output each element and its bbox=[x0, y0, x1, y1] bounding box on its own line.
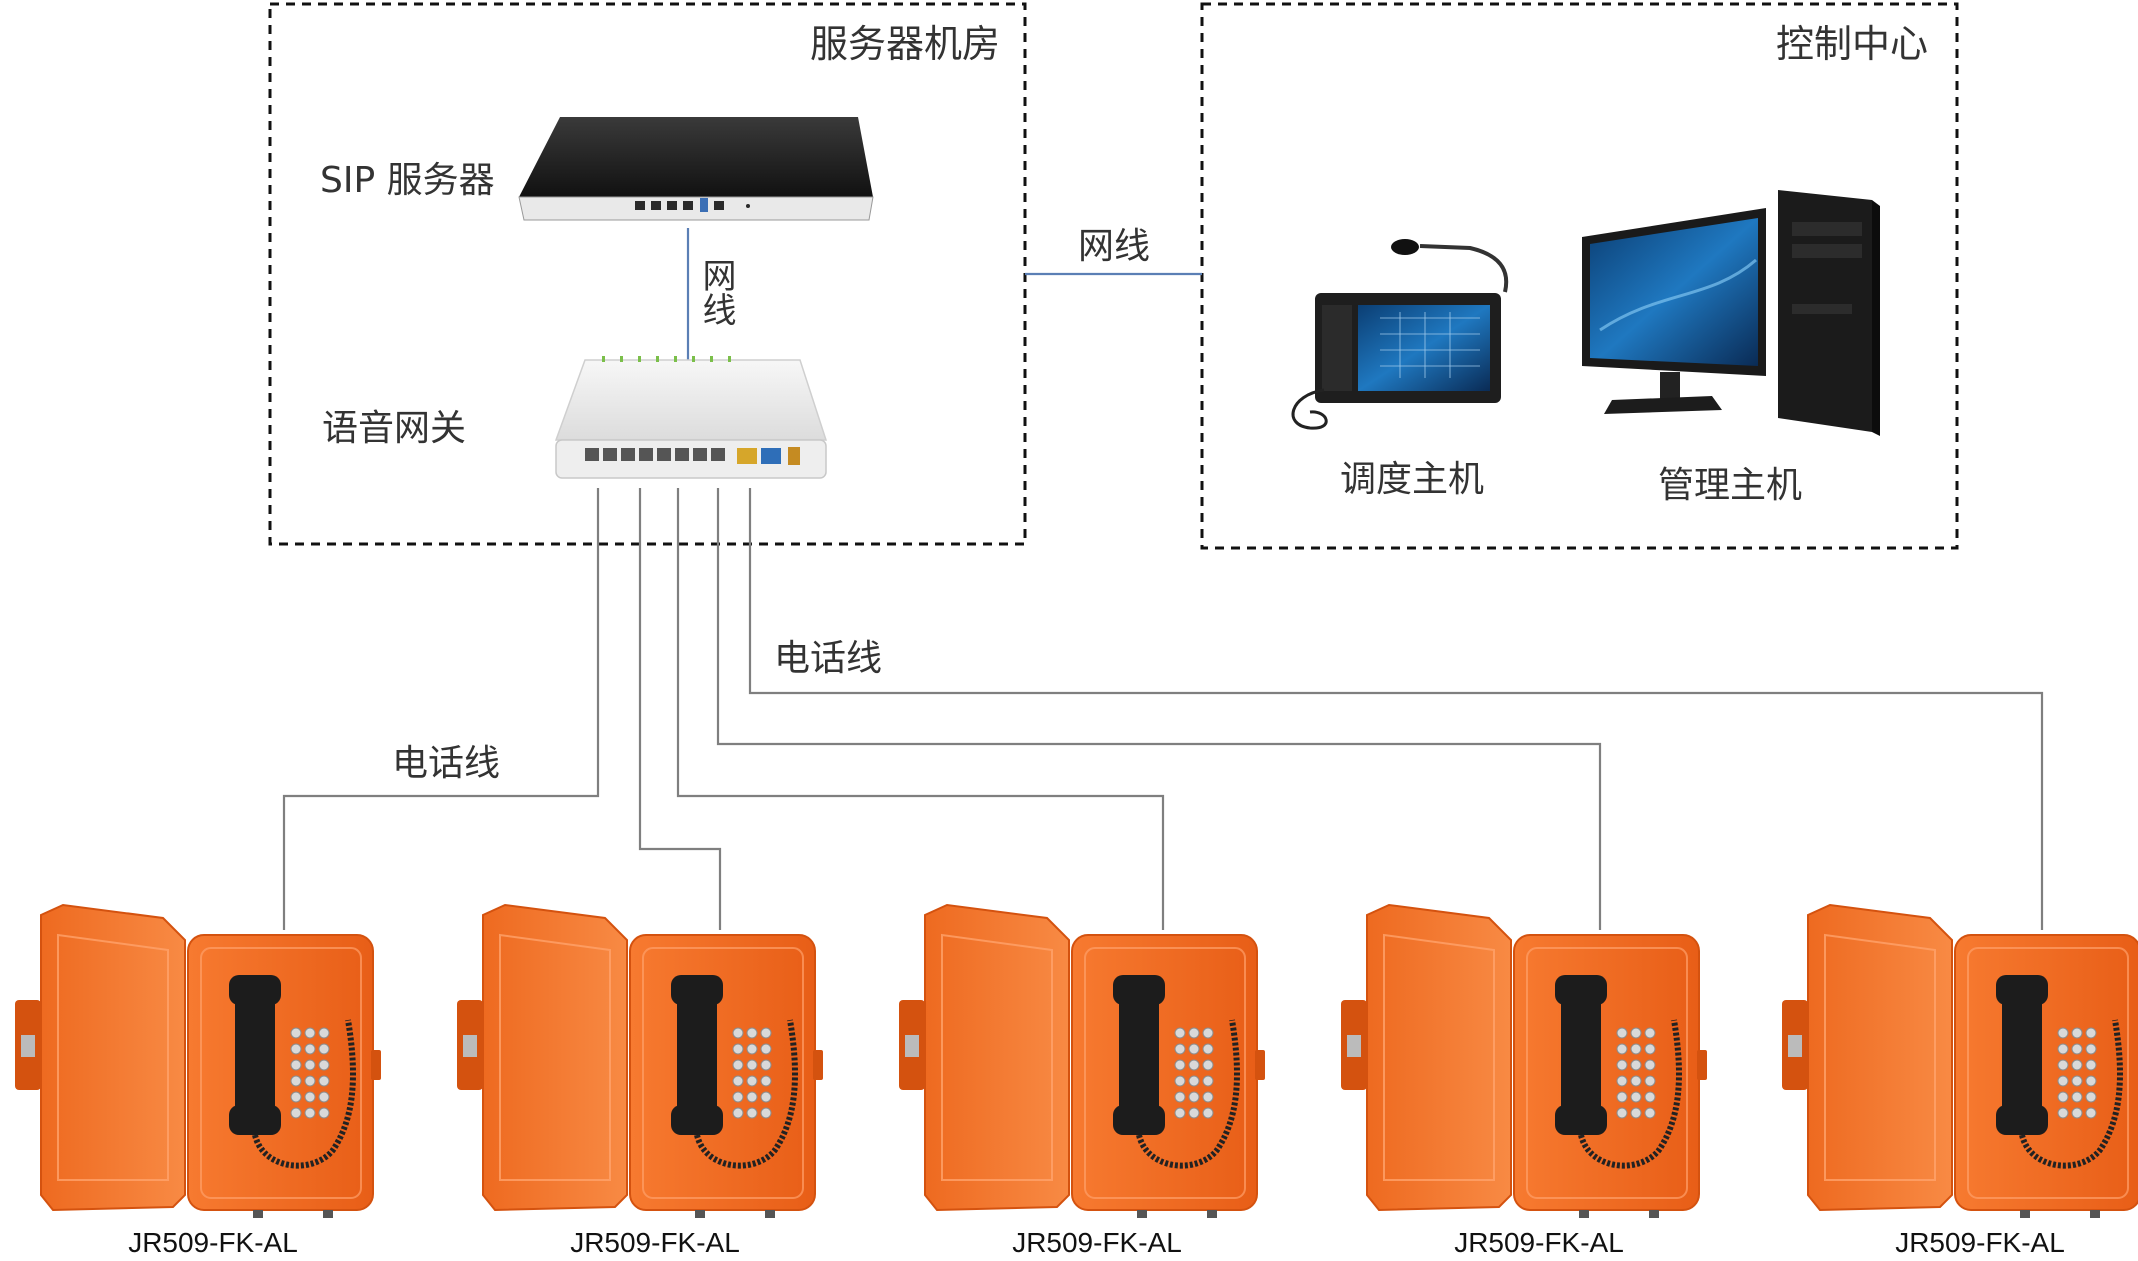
dispatch-host-label: 调度主机 bbox=[1340, 459, 1484, 500]
phone-body bbox=[1071, 934, 1258, 1211]
coiled-cord bbox=[1136, 1019, 1240, 1169]
voice-gateway-leds bbox=[602, 356, 731, 362]
monitor-screen bbox=[1590, 218, 1758, 366]
dispatch-console-screen bbox=[1358, 305, 1490, 391]
phone-model-label: JR509-FK-AL bbox=[1454, 1227, 1624, 1258]
handset-icon bbox=[1561, 975, 1601, 1135]
coiled-cord bbox=[2019, 1019, 2123, 1169]
phone-model-label: JR509-FK-AL bbox=[1895, 1227, 2065, 1258]
emergency-phone: JR509-FK-AL bbox=[1341, 903, 1707, 1258]
management-host-label: 管理主机 bbox=[1658, 465, 1802, 506]
phone-wire-label-right: 电话线 bbox=[774, 638, 882, 679]
phone-door bbox=[1366, 903, 1512, 1212]
server-room-label: 服务器机房 bbox=[810, 22, 1000, 66]
keypad-icon bbox=[1174, 1027, 1214, 1119]
voice-gateway: 语音网关 bbox=[322, 356, 828, 479]
dispatch-handset bbox=[1322, 305, 1352, 391]
phone-wires bbox=[282, 488, 2044, 930]
dispatch-console-grid bbox=[1380, 312, 1480, 378]
coiled-cord bbox=[1578, 1019, 1682, 1169]
voice-gateway-wan-port bbox=[737, 448, 757, 464]
phone-door bbox=[40, 903, 186, 1212]
emergency-phone: JR509-FK-AL bbox=[15, 903, 381, 1258]
handset-icon bbox=[2002, 975, 2042, 1135]
management-host: 管理主机 bbox=[1582, 190, 1880, 506]
phone-door bbox=[482, 903, 628, 1212]
sip-server: SIP 服务器 bbox=[320, 117, 874, 221]
phone-wire-label-left: 电话线 bbox=[392, 743, 500, 784]
gooseneck-mic bbox=[1419, 244, 1509, 293]
pc-tower-side bbox=[1872, 200, 1880, 436]
control-center-zone: 控制中心 bbox=[1200, 2, 1959, 550]
phone-model-label: JR509-FK-AL bbox=[1012, 1227, 1182, 1258]
control-center-label: 控制中心 bbox=[1776, 22, 1928, 66]
voice-gateway-phone-ports bbox=[585, 448, 725, 461]
phone-model-label: JR509-FK-AL bbox=[128, 1227, 298, 1258]
emergency-phone: JR509-FK-AL bbox=[899, 903, 1265, 1258]
network-wire-vertical-label: 网线 bbox=[696, 258, 736, 326]
emergency-phones: JR509-FK-AL JR509-FK-AL JR509-FK-AL JR509-F… bbox=[15, 903, 2138, 1258]
emergency-phone: JR509-FK-AL bbox=[457, 903, 823, 1258]
monitor-base bbox=[1604, 396, 1722, 414]
handset-icon bbox=[677, 975, 717, 1135]
dispatch-host: 调度主机 bbox=[1291, 239, 1509, 500]
phone-body bbox=[629, 934, 816, 1211]
phone-door bbox=[924, 903, 1070, 1212]
handset-icon bbox=[235, 975, 275, 1135]
keypad-icon bbox=[1616, 1027, 1656, 1119]
sip-server-front bbox=[518, 196, 874, 221]
handset-icon bbox=[1119, 975, 1159, 1135]
keypad-icon bbox=[732, 1027, 772, 1119]
phone-model-label: JR509-FK-AL bbox=[570, 1227, 740, 1258]
sip-server-top bbox=[519, 117, 873, 197]
microphone-head-icon bbox=[1391, 239, 1419, 255]
voice-gateway-lan-port bbox=[761, 448, 781, 464]
phone-body bbox=[1513, 934, 1700, 1211]
network-wire-horizontal-label: 网线 bbox=[1078, 226, 1150, 267]
voice-gateway-top bbox=[554, 359, 828, 441]
coiled-cord bbox=[694, 1019, 798, 1169]
phone-body bbox=[187, 934, 374, 1211]
keypad-icon bbox=[2057, 1027, 2097, 1119]
phone-body bbox=[1954, 934, 2138, 1211]
dispatch-cord bbox=[1291, 388, 1328, 430]
coiled-cord bbox=[252, 1019, 356, 1169]
keypad-icon bbox=[290, 1027, 330, 1119]
voice-gateway-power-port bbox=[788, 447, 800, 465]
voice-gateway-label: 语音网关 bbox=[322, 408, 466, 449]
sip-server-label: SIP 服务器 bbox=[320, 160, 495, 201]
emergency-phone: JR509-FK-AL bbox=[1782, 903, 2138, 1258]
sip-server-ports bbox=[635, 198, 750, 212]
phone-door bbox=[1807, 903, 1953, 1212]
monitor-stand bbox=[1660, 372, 1680, 400]
